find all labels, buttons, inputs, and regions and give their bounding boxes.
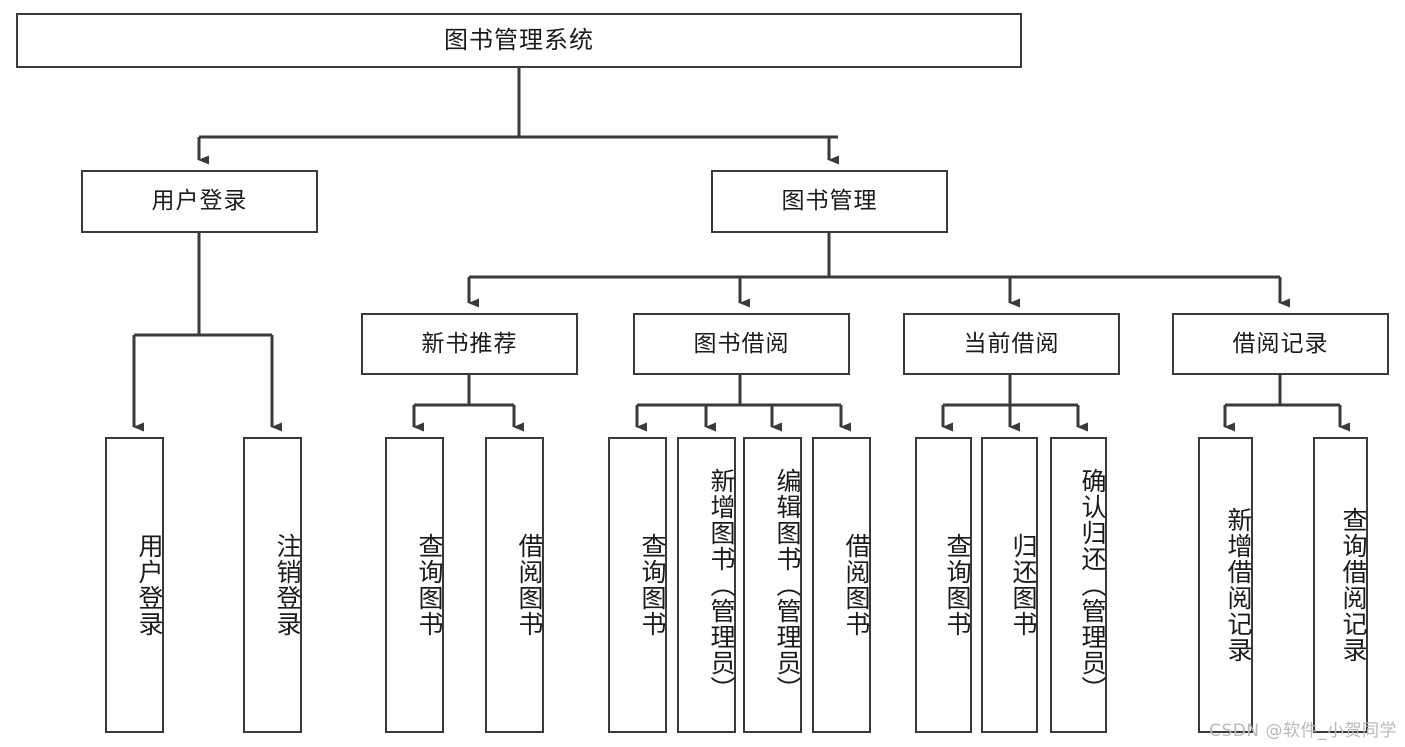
node-label: 借阅图书 <box>842 533 871 637</box>
node-current-borrowing[interactable]: 当前借阅 <box>903 313 1120 375</box>
node-root-book-management-system[interactable]: 图书管理系统 <box>16 13 1022 68</box>
node-label: 借阅图书 <box>515 533 544 637</box>
node-label: 用户登录 <box>151 188 248 215</box>
node-label: 图书管理系统 <box>444 25 594 54</box>
node-leaf-confirm-return-admin[interactable]: 确认归还（管理员） <box>1050 437 1107 733</box>
node-label: 注销登录 <box>273 533 302 637</box>
node-borrowing-records[interactable]: 借阅记录 <box>1172 313 1389 375</box>
node-book-management[interactable]: 图书管理 <box>711 170 948 233</box>
node-leaf-query-book-current[interactable]: 查询图书 <box>915 437 972 733</box>
node-label: 查询图书 <box>638 533 667 637</box>
node-leaf-return-book[interactable]: 归还图书 <box>981 437 1038 733</box>
node-label: 新增借阅记录 <box>1224 507 1253 663</box>
node-leaf-add-book-admin[interactable]: 新增图书（管理员） <box>677 437 736 733</box>
node-label: 新书推荐 <box>421 330 518 357</box>
node-leaf-query-book-borrow[interactable]: 查询图书 <box>608 437 667 733</box>
node-leaf-add-borrow-record[interactable]: 新增借阅记录 <box>1198 437 1253 733</box>
node-leaf-borrow-book[interactable]: 借阅图书 <box>812 437 871 733</box>
node-leaf-edit-book-admin[interactable]: 编辑图书（管理员） <box>743 437 802 733</box>
node-label: 借阅记录 <box>1232 330 1329 357</box>
node-leaf-borrow-book-recommend[interactable]: 借阅图书 <box>485 437 544 733</box>
node-label: 归还图书 <box>1009 533 1038 637</box>
node-label: 当前借阅 <box>963 330 1060 357</box>
node-label: 查询借阅记录 <box>1339 507 1368 663</box>
node-label: 确认归还（管理员） <box>1078 468 1107 702</box>
csdn-watermark: CSDN @软件_小贺同学 <box>1209 721 1397 741</box>
node-label: 图书管理 <box>781 188 878 215</box>
node-label: 用户登录 <box>135 533 164 637</box>
node-label: 查询图书 <box>943 533 972 637</box>
node-book-borrowing[interactable]: 图书借阅 <box>633 313 850 375</box>
node-label: 编辑图书（管理员） <box>773 468 802 702</box>
node-label: 新增图书（管理员） <box>707 468 736 702</box>
node-new-book-recommendation[interactable]: 新书推荐 <box>361 313 578 375</box>
node-leaf-logout[interactable]: 注销登录 <box>243 437 302 733</box>
node-leaf-query-book-recommend[interactable]: 查询图书 <box>385 437 444 733</box>
node-leaf-user-login[interactable]: 用户登录 <box>105 437 164 733</box>
node-user-login[interactable]: 用户登录 <box>81 170 318 233</box>
node-label: 图书借阅 <box>693 330 790 357</box>
node-leaf-query-borrow-record[interactable]: 查询借阅记录 <box>1313 437 1368 733</box>
node-label: 查询图书 <box>415 533 444 637</box>
